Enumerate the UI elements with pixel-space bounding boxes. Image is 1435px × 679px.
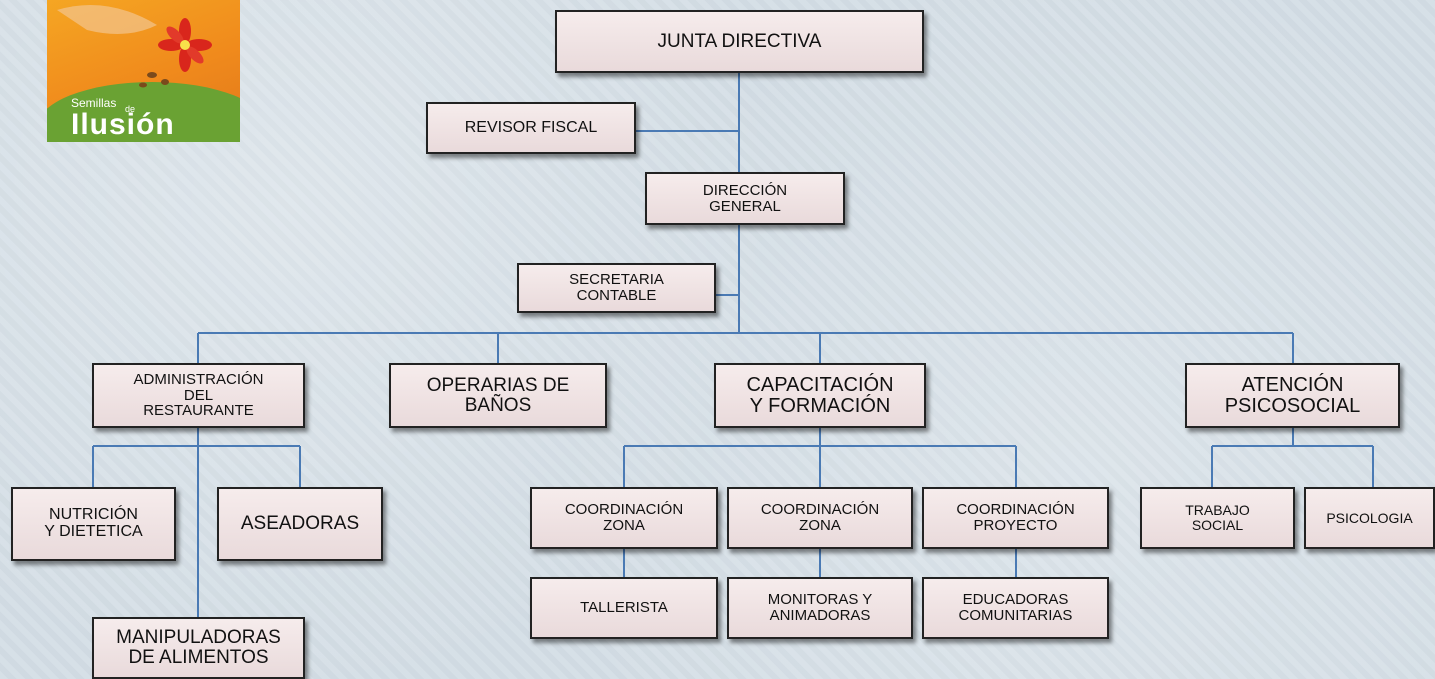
organization-logo: Semillas de Ilusión	[47, 0, 240, 142]
node-atencion-psicosocial: ATENCIÓN PSICOSOCIAL	[1185, 363, 1400, 428]
node-nutricion-dietetica: NUTRICIÓN Y DIETETICA	[11, 487, 176, 561]
node-coordinacion-zona-2: COORDINACIÓN ZONA	[727, 487, 913, 549]
node-tallerista: TALLERISTA	[530, 577, 718, 639]
node-psicologia: PSICOLOGIA	[1304, 487, 1435, 549]
node-monitoras-animadoras: MONITORAS Y ANIMADORAS	[727, 577, 913, 639]
node-educadoras-comunitarias: EDUCADORAS COMUNITARIAS	[922, 577, 1109, 639]
node-administracion-restaurante: ADMINISTRACIÓN DEL RESTAURANTE	[92, 363, 305, 428]
node-revisor-fiscal: REVISOR FISCAL	[426, 102, 636, 154]
node-aseadoras: ASEADORAS	[217, 487, 383, 561]
node-direccion-general: DIRECCIÓN GENERAL	[645, 172, 845, 225]
flower-icon	[57, 5, 212, 88]
node-trabajo-social: TRABAJO SOCIAL	[1140, 487, 1295, 549]
node-coordinacion-zona-1: COORDINACIÓN ZONA	[530, 487, 718, 549]
node-secretaria-contable: SECRETARIA CONTABLE	[517, 263, 716, 313]
logo-hill	[47, 82, 240, 142]
node-coordinacion-proyecto: COORDINACIÓN PROYECTO	[922, 487, 1109, 549]
node-junta-directiva: JUNTA DIRECTIVA	[555, 10, 924, 73]
logo-text-ilusion: Ilusión	[71, 108, 175, 141]
node-operarias-banos: OPERARIAS DE BAÑOS	[389, 363, 607, 428]
node-capacitacion-formacion: CAPACITACIÓN Y FORMACIÓN	[714, 363, 926, 428]
node-manipuladoras-alimentos: MANIPULADORAS DE ALIMENTOS	[92, 617, 305, 679]
logo-text-de: de	[125, 104, 136, 114]
logo-text-semillas: Semillas	[71, 96, 117, 110]
